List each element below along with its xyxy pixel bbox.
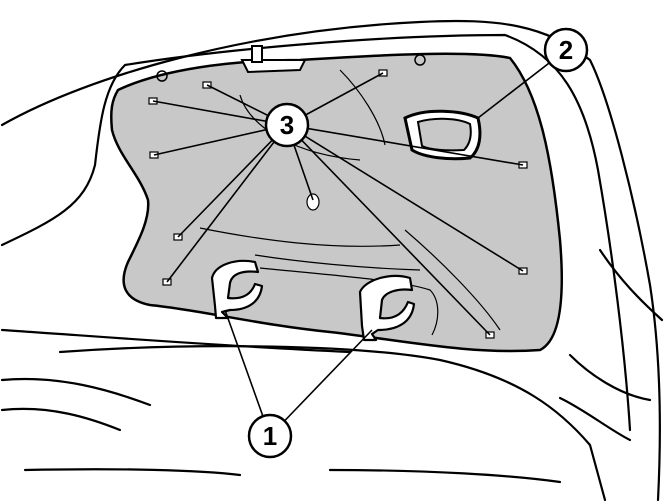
trunk-lid-outline xyxy=(0,19,664,502)
latch-tab xyxy=(240,45,307,74)
callout-1: 1 xyxy=(247,413,293,459)
callout-3: 3 xyxy=(264,102,310,148)
mount-point-right xyxy=(414,54,426,66)
hinge-brackets xyxy=(210,259,416,342)
callout-3-label: 3 xyxy=(280,110,294,140)
callout-2-label: 2 xyxy=(559,35,573,65)
leader-lines-1 xyxy=(224,309,373,437)
callout-1-label: 1 xyxy=(263,421,277,451)
leader-lines-3 xyxy=(152,72,524,336)
handle-recess xyxy=(403,109,482,161)
mount-point-left xyxy=(156,70,168,82)
callout-2: 2 xyxy=(543,27,589,73)
